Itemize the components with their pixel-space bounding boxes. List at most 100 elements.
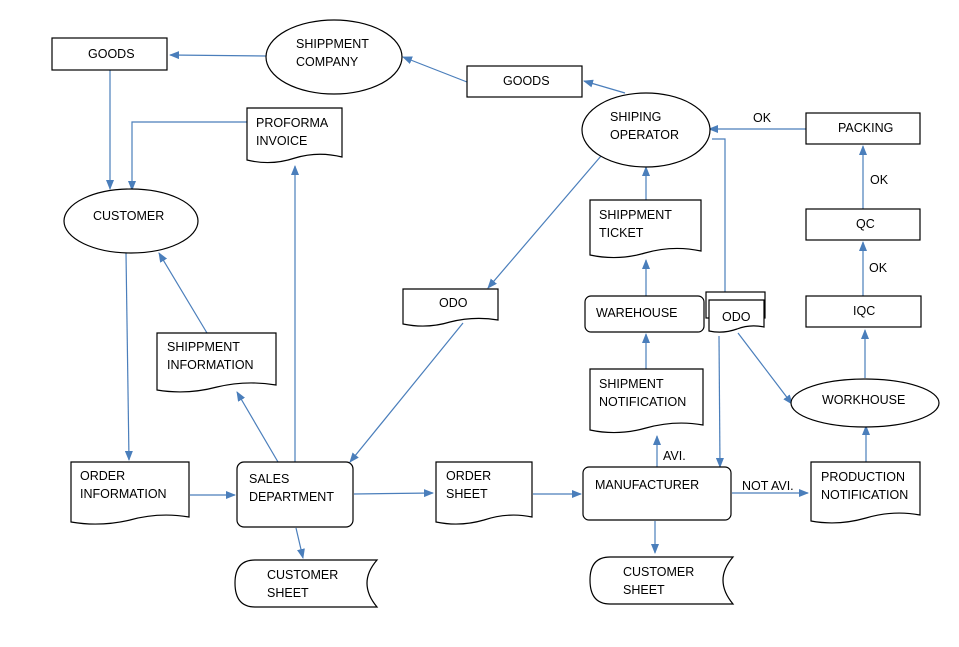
edge-sales-to-order-sheet — [353, 489, 434, 498]
qc-label: QC — [856, 217, 875, 231]
odo-left-document: ODO — [402, 288, 499, 327]
customer-label: CUSTOMER — [93, 209, 164, 223]
edge-odo-right-to-manufacturer — [715, 335, 724, 468]
shipment-company-label-line2: COMPANY — [296, 55, 359, 69]
goods-left-label: GOODS — [88, 47, 135, 61]
production-notification-label-line2: NOTIFICATION — [821, 488, 908, 502]
shipping-operator-label-line1: SHIPING — [610, 110, 661, 124]
odo-right-label: ODO — [722, 310, 751, 324]
workhouse-label: WORKHOUSE — [822, 393, 905, 407]
sales-department-label-line2: DEPARTMENT — [249, 490, 334, 504]
order-sheet-label-line2: SHEET — [446, 487, 488, 501]
order-information-label-line2: INFORMATION — [80, 487, 167, 501]
manufacturer-label: MANUFACTURER — [595, 478, 699, 492]
packing-box: PACKING — [805, 112, 921, 145]
customer-sheet-left-storage: CUSTOMER SHEET — [234, 559, 379, 608]
svg-text:SHIPPMENT: SHIPPMENT — [167, 340, 240, 354]
svg-text:PRODUCTION: PRODUCTION — [821, 470, 905, 484]
edge-shipping-operator-to-goods-mid — [583, 79, 626, 94]
customer-sheet-right-label-line2: SHEET — [623, 583, 665, 597]
svg-text:CUSTOMER: CUSTOMER — [267, 568, 338, 582]
customer-sheet-right-label-line1: CUSTOMER — [623, 565, 694, 579]
goods-left-box: GOODS — [51, 37, 168, 71]
svg-text:TICKET: TICKET — [599, 226, 644, 240]
edge-label-not-avi: NOT AVI. — [742, 479, 794, 493]
edge-customer-to-order-information — [124, 252, 133, 461]
svg-text:CUSTOMER: CUSTOMER — [623, 565, 694, 579]
edge-label-ok-iqc: OK — [869, 261, 888, 275]
odo-right-document: ODO — [705, 291, 766, 333]
customer-sheet-left-label-line1: CUSTOMER — [267, 568, 338, 582]
svg-text:DEPARTMENT: DEPARTMENT — [249, 490, 334, 504]
order-information-document: ORDER INFORMATION — [70, 461, 190, 525]
goods-mid-label: GOODS — [503, 74, 550, 88]
goods-mid-box: GOODS — [466, 65, 583, 98]
edge-shipping-operator-to-odo-left — [487, 155, 602, 289]
svg-text:SHEET: SHEET — [446, 487, 488, 501]
manufacturer-box: MANUFACTURER — [582, 466, 732, 521]
edges — [106, 51, 870, 559]
shipment-notification-document: SHIPMENT NOTIFICATION — [589, 368, 704, 434]
proforma-invoice-label-line2: INVOICE — [256, 134, 307, 148]
order-sheet-document: ORDER SHEET — [435, 461, 533, 525]
workhouse-ellipse: WORKHOUSE — [790, 378, 940, 428]
customer-ellipse: CUSTOMER — [63, 188, 199, 254]
svg-text:OPERATOR: OPERATOR — [610, 128, 679, 142]
shipping-operator-label-line2: OPERATOR — [610, 128, 679, 142]
edge-label-avi: AVI. — [663, 449, 686, 463]
edge-label-ok-qc: OK — [870, 173, 889, 187]
svg-text:SHIPMENT: SHIPMENT — [599, 377, 664, 391]
warehouse-label: WAREHOUSE — [596, 306, 678, 320]
edge-shipment-company-to-goods-left — [169, 51, 267, 60]
shipment-company-ellipse: SHIPPMENT COMPANY — [265, 19, 403, 95]
edge-operator-connector — [712, 138, 726, 296]
iqc-box: IQC — [805, 295, 922, 328]
svg-text:NOTIFICATION: NOTIFICATION — [599, 395, 686, 409]
customer-sheet-left-label-line2: SHEET — [267, 586, 309, 600]
svg-text:ORDER: ORDER — [446, 469, 491, 483]
edge-sales-to-customer-sheet — [295, 527, 305, 559]
svg-text:SHIPPMENT: SHIPPMENT — [599, 208, 672, 222]
shipment-notification-label-line2: NOTIFICATION — [599, 395, 686, 409]
iqc-label: IQC — [853, 304, 875, 318]
svg-text:PROFORMA: PROFORMA — [256, 116, 329, 130]
shipment-information-document: SHIPPMENT INFORMATION — [156, 332, 277, 393]
order-sheet-label-line1: ORDER — [446, 469, 491, 483]
sales-department-label-line1: SALES — [249, 472, 289, 486]
edge-goods-mid-to-shipment-company — [402, 56, 468, 83]
proforma-invoice-document: PROFORMA INVOICE — [246, 107, 343, 164]
svg-text:SHEET: SHEET — [267, 586, 309, 600]
svg-text:SHEET: SHEET — [623, 583, 665, 597]
svg-text:NOTIFICATION: NOTIFICATION — [821, 488, 908, 502]
qc-box: QC — [805, 208, 921, 241]
warehouse-box: WAREHOUSE — [584, 295, 705, 333]
svg-text:INVOICE: INVOICE — [256, 134, 307, 148]
production-notification-label-line1: PRODUCTION — [821, 470, 905, 484]
shipment-information-label-line2: INFORMATION — [167, 358, 254, 372]
order-information-label-line1: ORDER — [80, 469, 125, 483]
shipment-ticket-label-line2: TICKET — [599, 226, 644, 240]
shipment-notification-label-line1: SHIPMENT — [599, 377, 664, 391]
shipment-ticket-document: SHIPPMENT TICKET — [589, 199, 702, 259]
sales-department-box: SALES DEPARTMENT — [236, 461, 354, 528]
edge-shipment-information-to-customer — [158, 252, 208, 334]
shipping-operator-ellipse: SHIPING OPERATOR — [581, 92, 711, 168]
svg-text:SHIPING: SHIPING — [610, 110, 661, 124]
shipment-ticket-label-line1: SHIPPMENT — [599, 208, 672, 222]
svg-text:INFORMATION: INFORMATION — [167, 358, 254, 372]
shipment-company-label-line1: SHIPPMENT — [296, 37, 369, 51]
customer-sheet-right-storage: CUSTOMER SHEET — [589, 556, 735, 605]
svg-text:SHIPPMENT: SHIPPMENT — [296, 37, 369, 51]
edge-sales-to-shipment-information — [236, 391, 279, 463]
svg-text:ORDER: ORDER — [80, 469, 125, 483]
production-notification-document: PRODUCTION NOTIFICATION — [810, 461, 921, 524]
odo-left-label: ODO — [439, 296, 468, 310]
svg-text:INFORMATION: INFORMATION — [80, 487, 167, 501]
proforma-invoice-label-line1: PROFORMA — [256, 116, 329, 130]
svg-text:COMPANY: COMPANY — [296, 55, 359, 69]
edge-odo-right-to-workhouse — [737, 332, 793, 405]
edge-proforma-to-customer — [128, 121, 247, 191]
svg-text:SALES: SALES — [249, 472, 289, 486]
